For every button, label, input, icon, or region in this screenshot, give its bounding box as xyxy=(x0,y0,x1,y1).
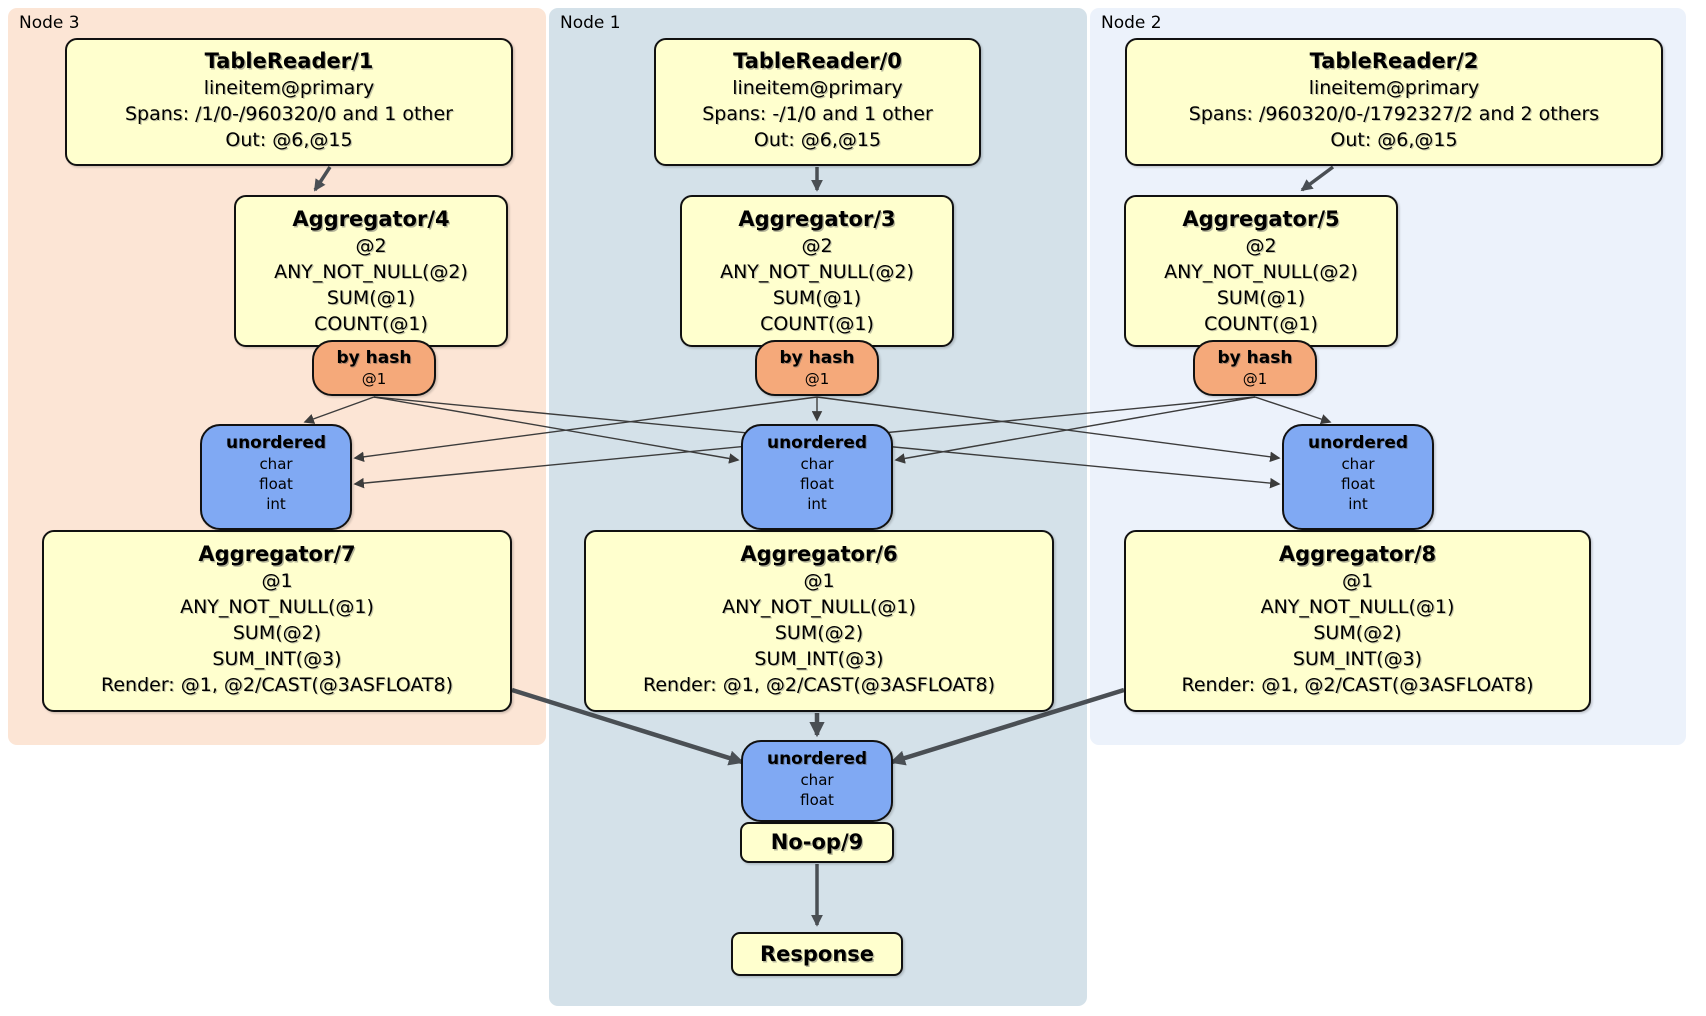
processor-detail: Out: @6,@15 xyxy=(753,129,882,151)
edge-router1-sync2 xyxy=(816,396,1281,463)
sync-detail: int xyxy=(1348,495,1368,513)
processor-detail: ANY_NOT_NULL(@1) xyxy=(180,596,374,618)
processor-detail: Render: @1, @2/CAST(@3ASFLOAT8) xyxy=(643,674,995,696)
sync-title: unordered xyxy=(766,433,868,453)
processor-detail: lineitem@primary xyxy=(203,77,375,99)
unordered-sync-node3: unordered char float int xyxy=(200,424,352,530)
processor-title: Aggregator/6 xyxy=(740,542,898,566)
processor-detail: Out: @6,@15 xyxy=(225,129,353,151)
processor-title: TableReader/1 xyxy=(204,49,374,73)
processor-detail: Spans: /1/0-/960320/0 and 1 other xyxy=(125,103,453,125)
sync-detail: float xyxy=(800,791,834,809)
hash-router-node1: by hash @1 xyxy=(755,340,879,396)
processor-tablereader-2: TableReader/2 lineitem@primary Spans: /9… xyxy=(1125,38,1663,166)
hash-router-node3: by hash @1 xyxy=(312,340,436,396)
sync-detail: char xyxy=(800,455,834,473)
processor-detail: lineitem@primary xyxy=(732,77,903,99)
edge-router2-sync1 xyxy=(894,396,1256,464)
edge-tr1-agg4 xyxy=(313,166,332,192)
router-detail: @1 xyxy=(804,370,830,388)
processor-detail: SUM(@2) xyxy=(774,622,864,644)
processor-detail: @2 xyxy=(801,235,833,257)
processor-detail: lineitem@primary xyxy=(1308,77,1480,99)
processor-title: TableReader/2 xyxy=(1309,49,1479,73)
processor-aggregator-4: Aggregator/4 @2 ANY_NOT_NULL(@2) SUM(@1)… xyxy=(234,195,508,347)
processor-tablereader-0: TableReader/0 lineitem@primary Spans: -/… xyxy=(654,38,981,166)
processor-detail: Out: @6,@15 xyxy=(1330,129,1458,151)
sync-detail: char xyxy=(800,771,834,789)
processor-detail: ANY_NOT_NULL(@1) xyxy=(1260,596,1455,618)
processor-detail: SUM(@1) xyxy=(326,287,416,309)
processor-aggregator-6: Aggregator/6 @1 ANY_NOT_NULL(@1) SUM(@2)… xyxy=(584,530,1054,712)
processor-detail: ANY_NOT_NULL(@2) xyxy=(720,261,914,283)
edge-agg8-outsync xyxy=(889,687,1125,766)
processor-detail: COUNT(@1) xyxy=(760,313,874,335)
processor-detail: SUM(@1) xyxy=(1216,287,1306,309)
processor-title: TableReader/0 xyxy=(733,49,902,73)
router-title: by hash xyxy=(336,348,412,368)
hash-router-node2: by hash @1 xyxy=(1193,340,1317,396)
processor-detail: @2 xyxy=(355,235,387,257)
processor-detail: ANY_NOT_NULL(@2) xyxy=(274,261,468,283)
processor-aggregator-5: Aggregator/5 @2 ANY_NOT_NULL(@2) SUM(@1)… xyxy=(1124,195,1398,347)
processor-detail: Spans: -/1/0 and 1 other xyxy=(702,103,933,125)
processor-title: Aggregator/4 xyxy=(292,207,450,231)
processor-detail: Render: @1, @2/CAST(@3ASFLOAT8) xyxy=(101,674,453,696)
processor-detail: SUM(@1) xyxy=(772,287,862,309)
edge-tr2-agg5 xyxy=(1300,165,1335,192)
processor-detail: ANY_NOT_NULL(@2) xyxy=(1164,261,1358,283)
processor-detail: @1 xyxy=(261,570,293,592)
edge-router2-sync2 xyxy=(1254,396,1332,425)
processor-detail: COUNT(@1) xyxy=(1204,313,1318,335)
processor-aggregator-3: Aggregator/3 @2 ANY_NOT_NULL(@2) SUM(@1)… xyxy=(680,195,954,347)
router-title: by hash xyxy=(1217,348,1293,368)
processor-detail: Render: @1, @2/CAST(@3ASFLOAT8) xyxy=(1181,674,1534,696)
processor-title: Aggregator/3 xyxy=(738,207,896,231)
processor-detail: SUM_INT(@3) xyxy=(754,648,884,670)
router-title: by hash xyxy=(779,348,855,368)
sync-detail: char xyxy=(259,455,293,473)
processor-detail: SUM_INT(@3) xyxy=(212,648,342,670)
unordered-sync-node2: unordered char float int xyxy=(1282,424,1434,530)
edge-agg7-outsync xyxy=(511,687,745,766)
node-group-label: Node 1 xyxy=(560,13,621,33)
sync-detail: char xyxy=(1341,455,1375,473)
sync-title: unordered xyxy=(1307,433,1409,453)
processor-title: Aggregator/7 xyxy=(198,542,356,566)
processor-noop-9: No-op/9 xyxy=(740,822,894,863)
router-detail: @1 xyxy=(1242,370,1268,388)
processor-detail: @2 xyxy=(1245,235,1277,257)
processor-aggregator-7: Aggregator/7 @1 ANY_NOT_NULL(@1) SUM(@2)… xyxy=(42,530,512,712)
sync-detail: float xyxy=(1341,475,1375,493)
node-group-label: Node 2 xyxy=(1101,13,1162,33)
processor-detail: SUM_INT(@3) xyxy=(1292,648,1423,670)
unordered-sync-node1: unordered char float int xyxy=(741,424,893,530)
edge-router3-sync3 xyxy=(303,396,375,424)
edge-router1-sync3 xyxy=(353,396,818,463)
processor-title: Aggregator/5 xyxy=(1182,207,1340,231)
processor-detail: SUM(@2) xyxy=(232,622,322,644)
response-box: Response xyxy=(731,932,903,976)
sync-title: unordered xyxy=(766,749,868,769)
router-detail: @1 xyxy=(361,370,387,388)
processor-title: Aggregator/8 xyxy=(1278,542,1437,566)
sync-detail: int xyxy=(807,495,827,513)
processor-tablereader-1: TableReader/1 lineitem@primary Spans: /1… xyxy=(65,38,513,166)
processor-detail: @1 xyxy=(1341,570,1374,592)
unordered-sync-output: unordered char float xyxy=(741,740,893,822)
node-group-label: Node 3 xyxy=(19,13,80,33)
processor-aggregator-8: Aggregator/8 @1 ANY_NOT_NULL(@1) SUM(@2)… xyxy=(1124,530,1591,712)
sync-title: unordered xyxy=(225,433,327,453)
sync-detail: float xyxy=(800,475,834,493)
processor-detail: COUNT(@1) xyxy=(314,313,428,335)
processor-detail: @1 xyxy=(803,570,835,592)
processor-detail: ANY_NOT_NULL(@1) xyxy=(722,596,916,618)
edge-router3-sync1 xyxy=(373,396,740,464)
sync-detail: float xyxy=(259,475,293,493)
processor-detail: Spans: /960320/0-/1792327/2 and 2 others xyxy=(1188,103,1600,125)
sync-detail: int xyxy=(266,495,286,513)
processor-detail: SUM(@2) xyxy=(1313,622,1402,644)
